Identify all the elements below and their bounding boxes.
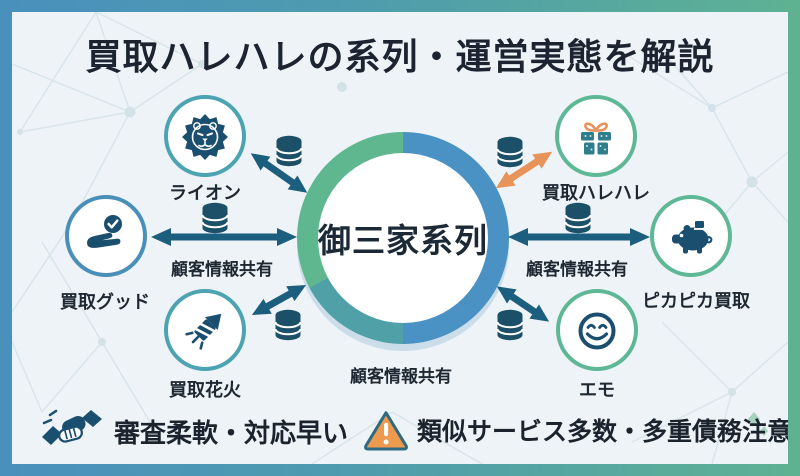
node-label-kaitori-good: 買取グッド (60, 292, 150, 312)
node-label-kaitori-hanabi: 買取花火 (169, 380, 241, 400)
database-icon (201, 202, 229, 234)
database-icon (496, 309, 524, 341)
node-circle-emo (556, 289, 638, 371)
hub-circle: 御三家系列 (297, 132, 509, 344)
smiley-face-icon (578, 312, 616, 350)
warning-triangle-icon (364, 411, 408, 451)
hand-check-icon (87, 215, 122, 248)
firework-rocket-icon (185, 313, 222, 350)
handshake-icon (42, 409, 102, 445)
share-label-left: 顧客情報共有 (171, 260, 273, 279)
database-icon (274, 309, 302, 341)
database-icon (275, 135, 303, 167)
node-circle-kaitori-harehare (555, 95, 637, 177)
footer-pros: 審査柔軟・対応早い (40, 406, 348, 456)
infographic-panel: 買取ハレハレの系列・運営実態を解説 御三家系列 (12, 12, 788, 464)
arrow-hub-emo (491, 277, 556, 330)
footer-warning-text: 類似サービス多数・多重債務注意 (417, 418, 788, 446)
share-label-right: 顧客情報共有 (526, 260, 628, 279)
piggy-bank-icon (672, 221, 713, 254)
node-circle-kaitori-hanabi (164, 289, 246, 371)
node-label-pikapika-kaitori: ピカピカ買取 (642, 291, 750, 311)
arrow-hub-lion (244, 144, 313, 202)
node-circle-kaitori-good (65, 195, 147, 277)
database-icon (496, 136, 524, 168)
footer-warning: 類似サービス多数・多重債務注意 (363, 408, 788, 452)
page-title: 買取ハレハレの系列・運営実態を解説 (85, 36, 715, 77)
node-label-kaitori-harehare: 買取ハレハレ (542, 183, 650, 203)
database-icon (564, 202, 592, 234)
share-label-bottom: 顧客情報共有 (350, 367, 452, 386)
node-circle-lion (164, 95, 246, 177)
lion-icon (182, 114, 228, 160)
hub-inner-circle: 御三家系列 (318, 153, 488, 323)
node-circle-pikapika-kaitori (650, 195, 732, 277)
hub-label: 御三家系列 (318, 222, 488, 259)
gift-icon (581, 122, 611, 155)
arrow-hub-kaitori-good (151, 226, 297, 248)
arrow-hub-pikapika (508, 226, 650, 248)
node-label-emo: エモ (579, 380, 615, 400)
arrow-hub-kaitori-hanabi (247, 275, 312, 324)
node-label-lion: ライオン (169, 183, 241, 203)
footer-pros-text: 審査柔軟・対応早い (114, 417, 349, 448)
arrow-hub-kaitori-harehare (490, 143, 558, 198)
